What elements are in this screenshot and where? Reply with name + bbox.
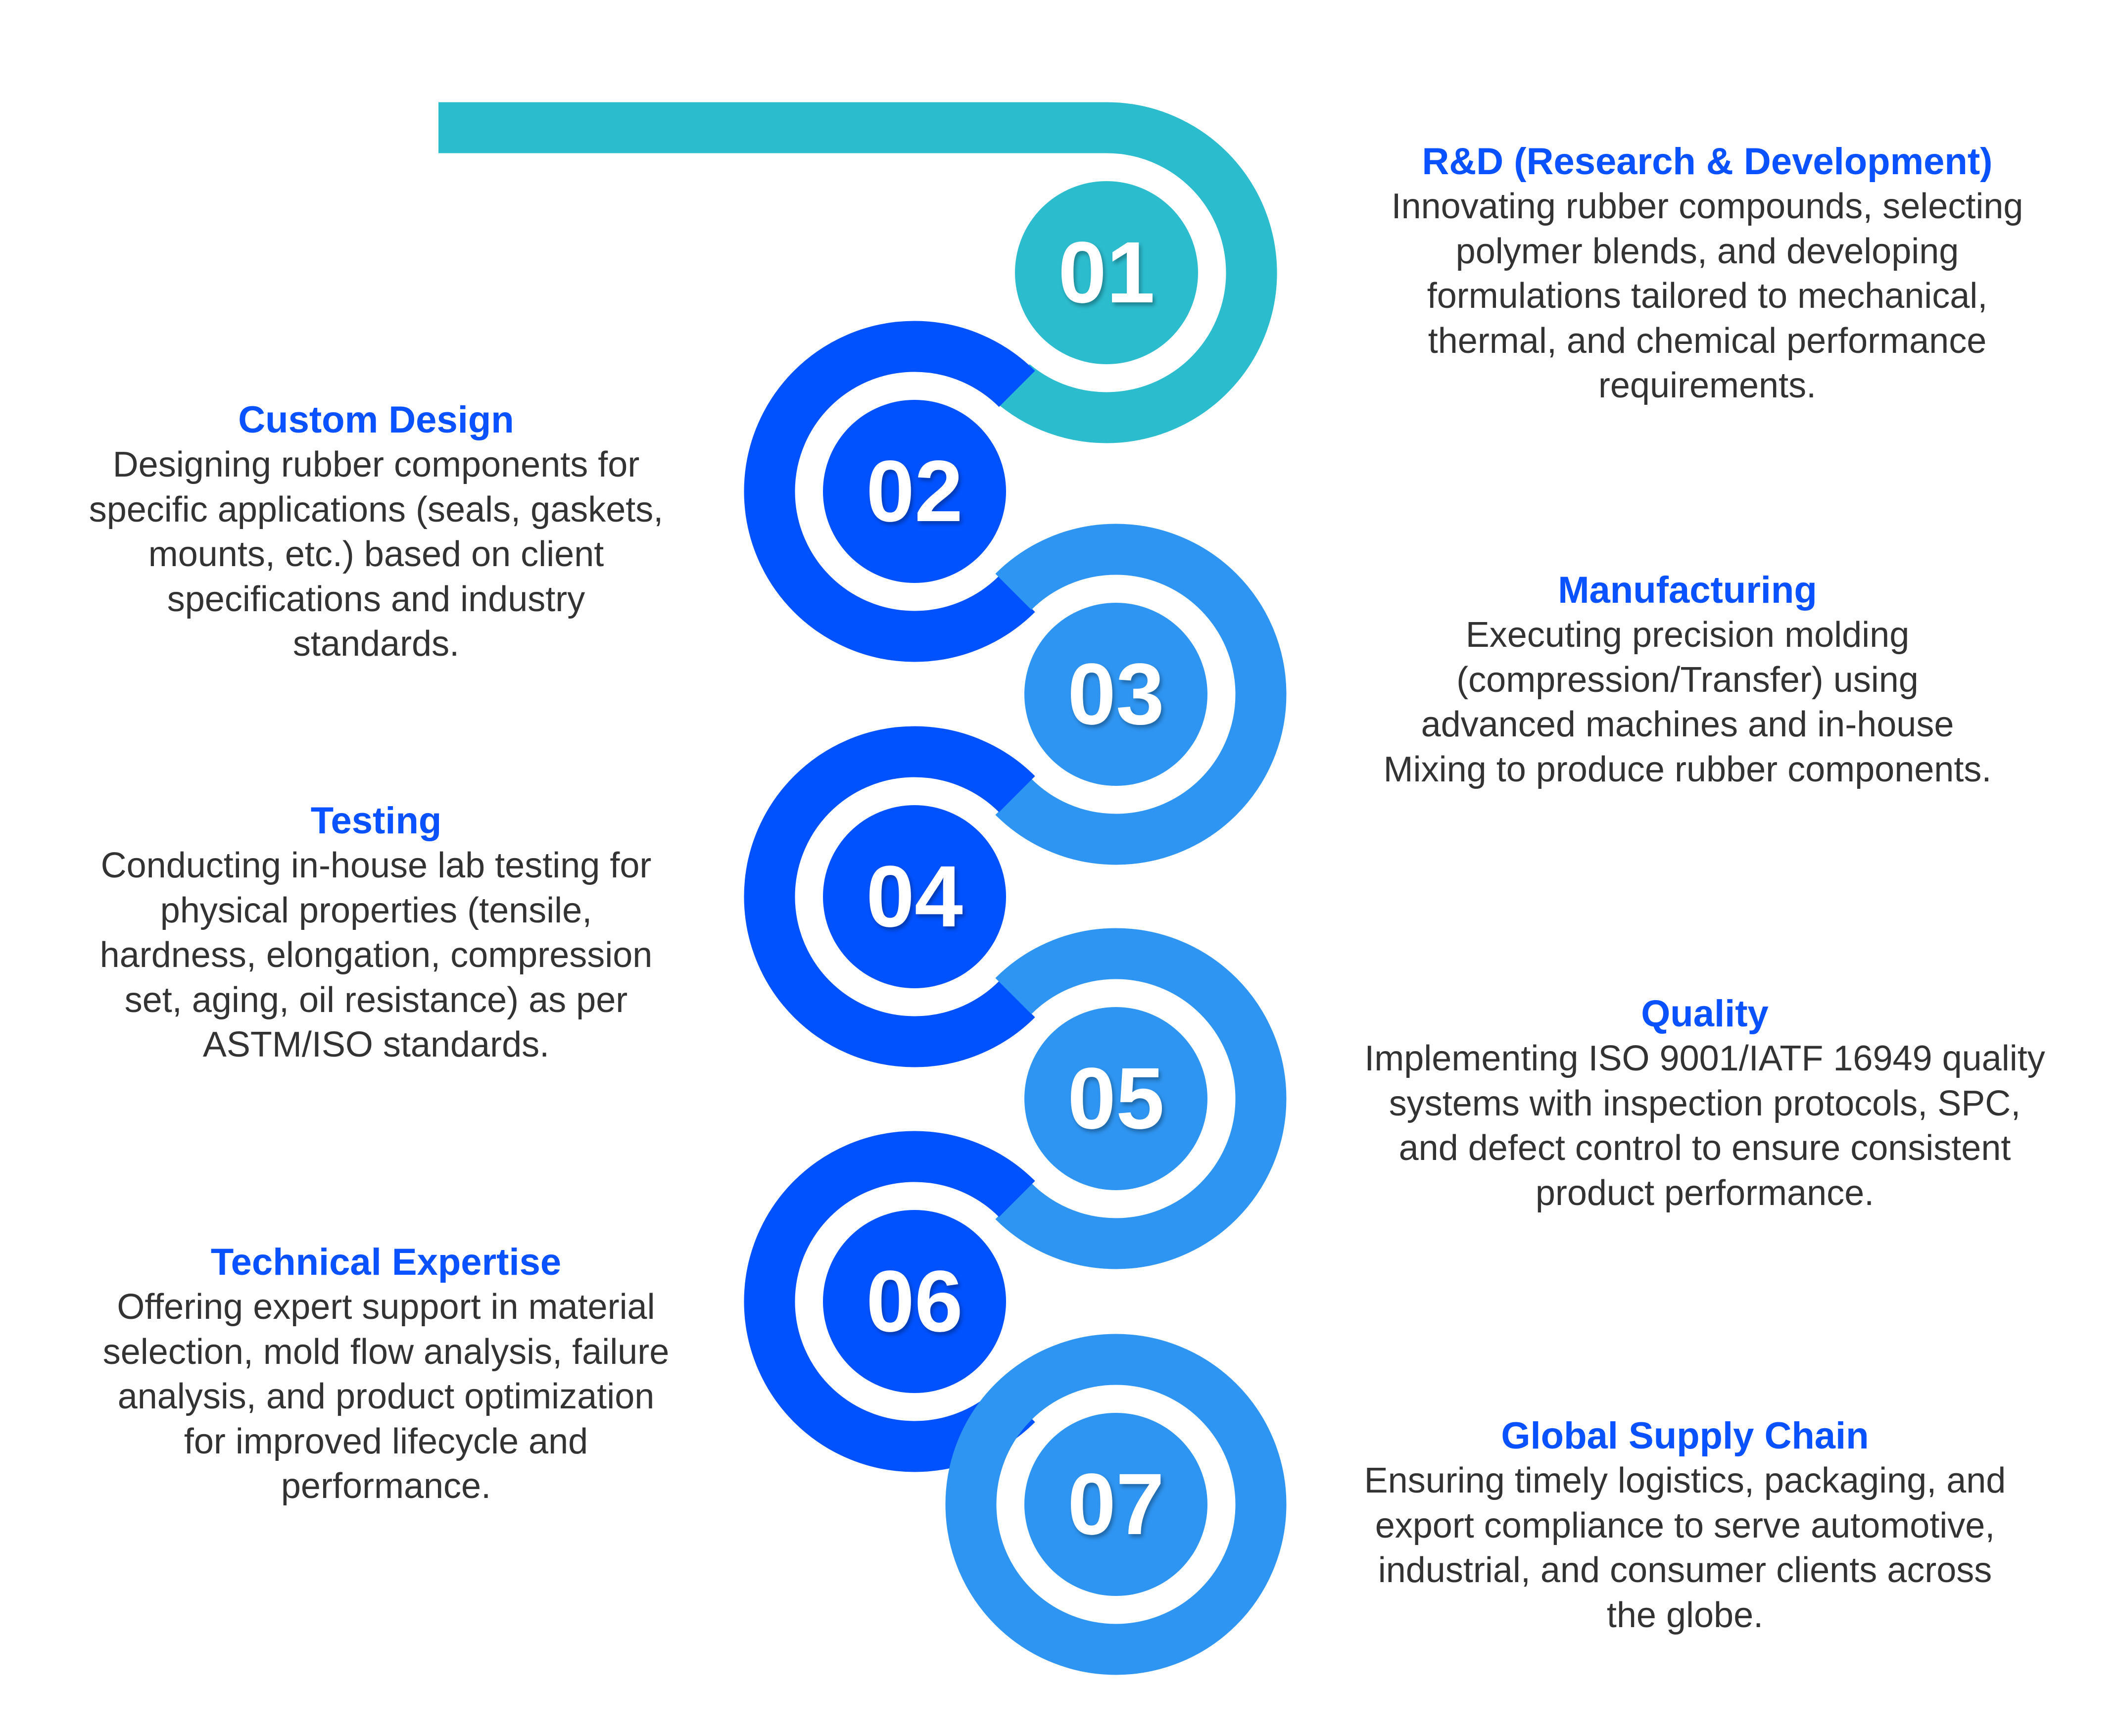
desc-line: polymer blends, and developing [1455,231,1959,271]
desc-line: advanced machines and in-house [1421,705,1954,744]
ring-arc-6 [744,1131,1035,1472]
ring-arc-4 [744,726,1035,1067]
desc-line: requirements. [1598,366,1817,405]
step-number-05: 05 [1067,1050,1164,1147]
step-technical-expertise: Technical Expertise Offering expert supp… [20,1240,752,1509]
desc-line: and defect control to ensure consistent [1398,1128,2011,1168]
desc-line: (compression/Transfer) using [1456,660,1919,700]
step-description: Innovating rubber compounds, selecting p… [1306,184,2108,408]
desc-line: Offering expert support in material [117,1287,655,1327]
step-description: Designing rubber components for specific… [10,442,742,667]
step-disc-4 [823,805,1006,988]
desc-line: hardness, elongation, compression [99,935,653,975]
desc-line: analysis, and product optimization [117,1377,655,1416]
desc-line: specific applications (seals, gaskets, [89,489,664,530]
step-disc-7 [1024,1413,1207,1596]
step-manufacturing: Manufacturing Executing precision moldin… [1297,568,2078,792]
ring-arc-1 [997,102,1277,443]
step-number-01: 01 [1058,224,1155,321]
desc-line: standards. [292,624,460,664]
ring-arc-5 [995,928,1287,1269]
step-number-07: 07 [1067,1456,1164,1553]
ring-arc-2 [744,321,1035,662]
step-description: Executing precision molding (compression… [1297,613,2078,792]
step-title: Testing [310,800,442,842]
step-title: Technical Expertise [210,1241,562,1283]
desc-line: Conducting in-house lab testing for [100,846,652,885]
step-rd: R&D (Research & Development) Innovating … [1306,140,2108,408]
desc-line: mounts, etc.) based on client [148,534,604,574]
desc-line: selection, mold flow analysis, failure [102,1332,670,1372]
step-disc-5 [1024,1007,1207,1190]
desc-line: ASTM/ISO standards. [202,1025,550,1064]
desc-line: Executing precision molding [1465,615,1910,655]
desc-line: thermal, and chemical performance [1428,321,1987,361]
desc-line: performance. [281,1466,491,1506]
step-title: Manufacturing [1558,569,1817,611]
step-quality: Quality Implementing ISO 9001/IATF 16949… [1297,992,2113,1215]
desc-line: the globe. [1606,1595,1764,1635]
step-description: Offering expert support in material sele… [20,1285,752,1509]
step-number-04: 04 [866,848,963,945]
step-number-02: 02 [866,443,963,540]
step-disc-2 [823,400,1006,583]
ring-arc-7 [945,1334,1287,1675]
step-description: Conducting in-house lab testing for phys… [10,843,742,1067]
step-title: R&D (Research & Development) [1422,141,1993,183]
desc-line: product performance. [1535,1173,1875,1213]
desc-line: for improved lifecycle and [184,1421,588,1461]
desc-line: Designing rubber components for [112,445,640,484]
desc-line: Implementing ISO 9001/IATF 16949 quality [1364,1039,2045,1078]
desc-line: Ensuring timely logistics, packaging, an… [1364,1461,2006,1500]
step-number-06: 06 [866,1253,963,1350]
desc-line: industrial, and consumer clients across [1378,1550,1992,1590]
desc-line: specifications and industry [167,579,585,619]
desc-line: systems with inspection protocols, SPC, [1389,1083,2021,1123]
desc-line: Mixing to produce rubber components. [1383,749,1992,789]
step-title: Custom Design [238,399,514,441]
desc-line: set, aging, oil resistance) as per [124,980,628,1020]
step-title: Quality [1641,993,1769,1035]
step-description: Implementing ISO 9001/IATF 16949 quality… [1297,1036,2113,1215]
desc-line: formulations tailored to mechanical, [1427,276,1988,316]
step-description: Ensuring timely logistics, packaging, an… [1287,1458,2083,1638]
step-global-supply-chain: Global Supply Chain Ensuring timely logi… [1287,1414,2083,1638]
step-testing: Testing Conducting in-house lab testing … [10,799,742,1067]
step-title: Global Supply Chain [1501,1415,1869,1457]
step-disc-6 [823,1210,1006,1393]
step-disc-3 [1024,603,1207,786]
step-custom-design: Custom Design Designing rubber component… [10,398,742,667]
step-number-03: 03 [1067,646,1164,743]
step-disc-1 [1015,181,1198,364]
desc-line: physical properties (tensile, [160,890,592,930]
ring-arc-3 [995,524,1287,865]
desc-line: export compliance to serve automotive, [1375,1505,1995,1545]
desc-line: Innovating rubber compounds, selecting [1391,187,2023,226]
